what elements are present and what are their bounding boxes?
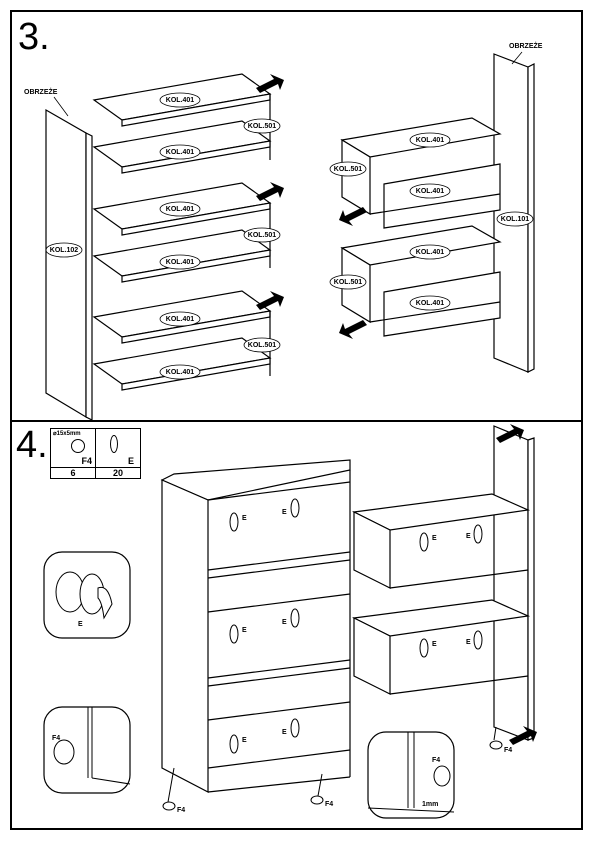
foot-label: F4 (177, 807, 185, 814)
part-label-shelf: KOL.401 (166, 259, 195, 266)
part-label-shelf: KOL.401 (166, 149, 195, 156)
part-label-partition: KOL.501 (248, 232, 277, 239)
part-label-partition: KOL.501 (248, 123, 277, 130)
shelf-labels-left: KOL.401 KOL.401 KOL.401 KOL.401 KOL.401 … (159, 92, 281, 380)
fastener-icon (110, 435, 118, 453)
svg-text:E: E (432, 641, 437, 648)
foot-icon (489, 740, 503, 750)
step-3-drawing: OBRZEŻE KOL.102 (24, 42, 543, 421)
arrow-icon (256, 291, 284, 310)
detail-fastener-insert: E (43, 551, 131, 639)
svg-text:E: E (242, 515, 247, 522)
fasteners-tall-unit: E E E E E E (229, 498, 300, 754)
step-4-drawing: E E E E E E F4 F4 E (43, 424, 537, 819)
svg-text:E: E (466, 639, 471, 646)
step-number: 4. (16, 424, 48, 466)
part-label-shelf: KOL.401 (166, 206, 195, 213)
svg-text:E: E (466, 533, 471, 540)
edge-label: OBRZEŻE (24, 88, 58, 96)
svg-text:F4: F4 (52, 735, 60, 742)
svg-text:E: E (282, 729, 287, 736)
svg-text:E: E (282, 509, 287, 516)
detail-foot-left: F4 (43, 706, 131, 794)
svg-text:KOL.401: KOL.401 (416, 249, 445, 256)
detail-foot-gap: F4 1mm (367, 731, 455, 819)
svg-text:1mm: 1mm (422, 801, 438, 808)
hardware-cell-e: E (95, 428, 141, 468)
svg-text:F4: F4 (432, 757, 440, 764)
right-unit (351, 425, 535, 741)
arrow-icon (256, 182, 284, 201)
left-shelf-stack (92, 73, 272, 391)
svg-text:KOL.501: KOL.501 (334, 166, 363, 173)
step-4-panel: 4. ⌀15x5mm F4 E 6 20 (10, 420, 583, 830)
foot-icon (310, 795, 324, 805)
side-panel-left (45, 108, 93, 421)
svg-text:E: E (432, 535, 437, 542)
hardware-qty: 20 (95, 467, 141, 479)
hardware-table: ⌀15x5mm F4 E 6 20 (50, 428, 141, 479)
step-3-panel: 3. OBRZEŻE KOL.102 (10, 10, 583, 422)
part-label-side-left: KOL.102 (50, 247, 79, 254)
part-label-side-right: KOL.101 (501, 216, 530, 223)
svg-text:E: E (242, 627, 247, 634)
fasteners-right-unit: E E E E (419, 524, 483, 658)
foot-label: F4 (504, 747, 512, 754)
foot-icon (162, 801, 176, 811)
step-number: 3. (18, 16, 50, 58)
arrow-icon (339, 320, 367, 339)
part-label-partition: KOL.501 (248, 342, 277, 349)
svg-text:KOL.401: KOL.401 (416, 137, 445, 144)
edge-label: OBRZEŻE (509, 42, 543, 50)
part-label-shelf: KOL.401 (166, 97, 195, 104)
part-label-shelf: KOL.401 (166, 369, 195, 376)
svg-text:E: E (282, 619, 287, 626)
part-label-shelf: KOL.401 (166, 316, 195, 323)
arrow-icon (256, 74, 284, 93)
foot-label: F4 (325, 801, 333, 808)
svg-text:E: E (242, 737, 247, 744)
svg-text:KOL.501: KOL.501 (334, 279, 363, 286)
tall-unit (160, 459, 351, 803)
svg-text:E: E (78, 621, 83, 628)
svg-text:KOL.401: KOL.401 (416, 300, 445, 307)
shelf-labels-right: KOL.401 KOL.401 KOL.401 KOL.401 KOL.501 … (329, 132, 451, 311)
arrow-icon (339, 207, 367, 226)
svg-text:KOL.401: KOL.401 (416, 188, 445, 195)
foot-icon (71, 439, 85, 453)
